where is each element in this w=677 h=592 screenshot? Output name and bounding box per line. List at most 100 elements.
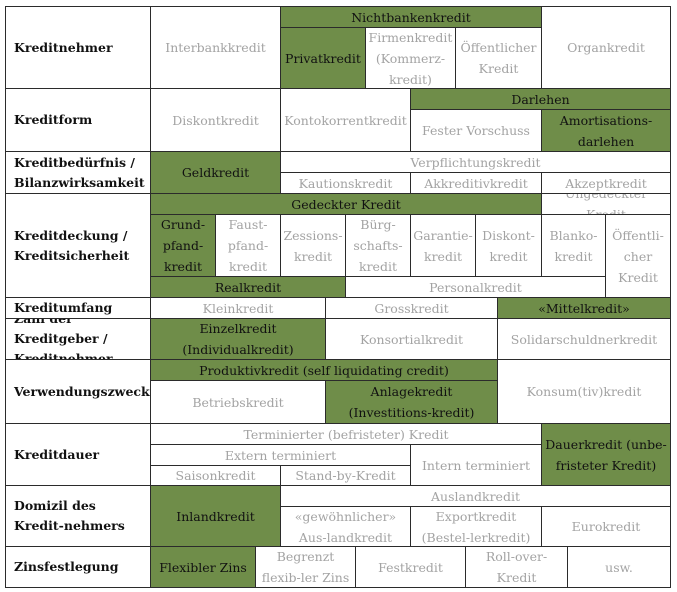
credit-type-fester-vorschuss-label: Fester Vorschuss bbox=[422, 123, 530, 138]
credit-type-oeffentlicher-kredit-2: Öffentli-cher Kredit bbox=[605, 214, 671, 298]
credit-type-organkredit-label: Organkredit bbox=[567, 40, 645, 55]
credit-type-zessionskredit-label: Zessions-kredit bbox=[283, 227, 343, 264]
credit-type-produktivkredit-label: Produktivkredit (self liquidating credit… bbox=[199, 362, 449, 378]
credit-type-dauerkredit: Dauerkredit (unbe-fristeter Kredit) bbox=[541, 423, 671, 486]
credit-type-oeffentlicher-kredit: Öffentlicher Kredit bbox=[455, 27, 542, 89]
credit-type-intern-terminiert: Intern terminiert bbox=[410, 444, 542, 486]
credit-type-kontokorrentkredit: Kontokorrentkredit bbox=[280, 88, 411, 152]
credit-type-organkredit: Organkredit bbox=[541, 6, 671, 89]
credit-type-inlandkredit-label: Inlandkredit bbox=[176, 508, 255, 524]
credit-type-ungedeckter-kredit-label: Ungedeckter Kredit bbox=[564, 193, 648, 215]
credit-type-gedeckter-kredit: Gedeckter Kredit bbox=[150, 193, 542, 215]
credit-type-gewoehnlicher-auslandkredit-label: «gewöhnlicher» Aus-landkredit bbox=[294, 508, 397, 545]
row-label-kreditbeduerfnis: Kreditbedürfnis / Bilanzwirksamkeit bbox=[5, 151, 151, 194]
credit-type-konsortialkredit-label: Konsortialkredit bbox=[360, 331, 463, 347]
credit-type-festkredit-label: Festkredit bbox=[378, 559, 443, 575]
credit-type-terminierter-kredit-label: Terminierter (befristeter) Kredit bbox=[243, 426, 449, 442]
credit-type-kautionskredit-label: Kautionskredit bbox=[298, 175, 393, 191]
credit-type-gedeckter-kredit-label: Gedeckter Kredit bbox=[291, 196, 401, 212]
row-label-domizil: Domizil des Kredit-nehmers bbox=[5, 485, 151, 547]
credit-type-dauerkredit-label: Dauerkredit (unbe-fristeter Kredit) bbox=[545, 436, 667, 473]
credit-type-flexibler-zins: Flexibler Zins bbox=[150, 546, 256, 588]
credit-type-flexibler-zins-label: Flexibler Zins bbox=[159, 559, 247, 575]
credit-type-garantiekredit-label: Garantie-kredit bbox=[413, 227, 473, 264]
credit-type-faustpfandkredit: Faust-pfand-kredit bbox=[215, 214, 281, 277]
credit-type-exportkredit: Exportkredit (Bestel-lerkredit) bbox=[410, 506, 542, 547]
credit-type-betriebskredit-label: Betriebskredit bbox=[192, 394, 284, 410]
row-label-zahl-der-kreditgeber: Zahl der Kreditgeber / Kreditnehmer bbox=[5, 318, 151, 360]
credit-type-stand-by-kredit: Stand-by-Kredit bbox=[280, 465, 411, 486]
credit-type-darlehen: Darlehen bbox=[410, 88, 671, 110]
credit-type-personalkredit: Personalkredit bbox=[345, 276, 606, 298]
credit-type-auslandkredit-label: Auslandkredit bbox=[431, 488, 520, 504]
credit-type-privatkredit-label: Privatkredit bbox=[285, 50, 361, 66]
credit-type-geldkredit: Geldkredit bbox=[150, 151, 281, 194]
credit-type-konsumtivkredit-label: Konsum(tiv)kredit bbox=[526, 384, 642, 399]
credit-type-grosskredit: Grosskredit bbox=[325, 297, 498, 319]
credit-type-solidarschuldnerkredit: Solidarschuldnerkredit bbox=[497, 318, 671, 360]
credit-type-kautionskredit: Kautionskredit bbox=[280, 172, 411, 194]
credit-type-anlagekredit: Anlagekredit (Investitions-kredit) bbox=[325, 380, 498, 424]
credit-type-firmenkredit-label: Firmenkredit (Kommerz-kredit) bbox=[368, 29, 453, 87]
credit-type-eurokredit: Eurokredit bbox=[541, 506, 671, 547]
row-label-zahl-der-kreditgeber-label: Zahl der Kreditgeber / Kreditnehmer bbox=[14, 318, 113, 360]
credit-type-amortisationsdarlehen-label: Amortisations-darlehen bbox=[559, 112, 653, 149]
credit-type-diskontkredit-2: Diskont-kredit bbox=[475, 214, 542, 277]
credit-type-blankokredit: Blanko-kredit bbox=[541, 214, 606, 277]
credit-type-buergschaftskredit: Bürg-schafts-kredit bbox=[345, 214, 411, 277]
credit-type-gewoehnlicher-auslandkredit: «gewöhnlicher» Aus-landkredit bbox=[280, 506, 411, 547]
credit-type-amortisationsdarlehen: Amortisations-darlehen bbox=[541, 109, 671, 152]
credit-type-diskontkredit-label: Diskontkredit bbox=[172, 112, 259, 128]
credit-type-usw: usw. bbox=[567, 546, 671, 588]
credit-type-realkredit-label: Realkredit bbox=[214, 279, 282, 295]
row-label-kreditdeckung-label: Kreditdeckung / Kreditsicherheit bbox=[14, 227, 130, 263]
credit-type-diskontkredit: Diskontkredit bbox=[150, 88, 281, 152]
credit-type-saisonkredit-label: Saisonkredit bbox=[175, 468, 256, 483]
credit-type-begrenzt-flexibler-zins-label: Begrenzt flexib-ler Zins bbox=[261, 549, 350, 585]
row-label-verwendungszweck: Verwendungszweck bbox=[5, 359, 151, 424]
credit-type-darlehen-label: Darlehen bbox=[511, 91, 570, 107]
credit-type-einzelkredit: Einzelkredit (Individualkredit) bbox=[150, 318, 326, 360]
credit-type-terminierter-kredit: Terminierter (befristeter) Kredit bbox=[150, 423, 542, 445]
row-label-kreditform: Kreditform bbox=[5, 88, 151, 152]
credit-type-akzeptkredit: Akzeptkredit bbox=[541, 172, 671, 194]
row-label-domizil-label: Domizil des Kredit-nehmers bbox=[14, 498, 125, 533]
row-label-kreditumfang-label: Kreditumfang bbox=[14, 300, 113, 315]
row-label-kreditform-label: Kreditform bbox=[14, 112, 93, 127]
credit-type-akkreditivkredit: Akkreditivkredit bbox=[410, 172, 542, 194]
row-label-kreditdauer: Kreditdauer bbox=[5, 423, 151, 486]
credit-type-faustpfandkredit-label: Faust-pfand-kredit bbox=[227, 217, 269, 274]
credit-type-grundpfandkredit-label: Grund-pfand-kredit bbox=[160, 217, 206, 274]
credit-type-blankokredit-label: Blanko-kredit bbox=[549, 227, 598, 264]
credit-type-festkredit: Festkredit bbox=[355, 546, 466, 588]
credit-type-oeffentlicher-kredit-label: Öffentlicher Kredit bbox=[460, 40, 537, 76]
row-label-kreditnehmer-label: Kreditnehmer bbox=[14, 39, 113, 55]
credit-type-kontokorrentkredit-label: Kontokorrentkredit bbox=[284, 112, 407, 128]
credit-type-firmenkredit: Firmenkredit (Kommerz-kredit) bbox=[365, 27, 456, 89]
credit-type-extern-terminiert: Extern terminiert bbox=[150, 444, 411, 466]
credit-type-roll-over-kredit-label: Roll-over-Kredit bbox=[485, 549, 548, 585]
row-label-kreditdeckung: Kreditdeckung / Kreditsicherheit bbox=[5, 193, 151, 298]
credit-type-solidarschuldnerkredit-label: Solidarschuldnerkredit bbox=[510, 331, 658, 347]
credit-type-realkredit: Realkredit bbox=[150, 276, 346, 298]
credit-type-inlandkredit: Inlandkredit bbox=[150, 485, 281, 547]
credit-type-nichtbankenkredit: Nichtbankenkredit bbox=[280, 6, 542, 28]
credit-type-kleinkredit-label: Kleinkredit bbox=[202, 300, 274, 316]
credit-type-kleinkredit: Kleinkredit bbox=[150, 297, 326, 319]
credit-type-interbankkredit-label: Interbankkredit bbox=[165, 40, 266, 55]
row-label-zinsfestlegung-label: Zinsfestlegung bbox=[14, 559, 119, 574]
row-label-kreditdauer-label: Kreditdauer bbox=[14, 446, 100, 462]
credit-type-anlagekredit-label: Anlagekredit (Investitions-kredit) bbox=[348, 384, 475, 420]
credit-type-verpflichtungskredit: Verpflichtungskredit bbox=[280, 151, 671, 173]
credit-type-grundpfandkredit: Grund-pfand-kredit bbox=[150, 214, 216, 277]
row-label-kreditumfang: Kreditumfang bbox=[5, 297, 151, 319]
credit-type-begrenzt-flexibler-zins: Begrenzt flexib-ler Zins bbox=[255, 546, 356, 588]
credit-type-geldkredit-label: Geldkredit bbox=[181, 165, 250, 180]
credit-type-mittelkredit: «Mittelkredit» bbox=[497, 297, 671, 319]
credit-type-extern-terminiert-label: Extern terminiert bbox=[224, 447, 337, 463]
credit-type-ungedeckter-kredit: Ungedeckter Kredit bbox=[541, 193, 671, 215]
credit-type-konsortialkredit: Konsortialkredit bbox=[325, 318, 498, 360]
row-label-kreditbeduerfnis-label: Kreditbedürfnis / Bilanzwirksamkeit bbox=[14, 154, 145, 190]
credit-type-oeffentlicher-kredit-2-label: Öffentli-cher Kredit bbox=[612, 227, 664, 285]
credit-type-zessionskredit: Zessions-kredit bbox=[280, 214, 346, 277]
